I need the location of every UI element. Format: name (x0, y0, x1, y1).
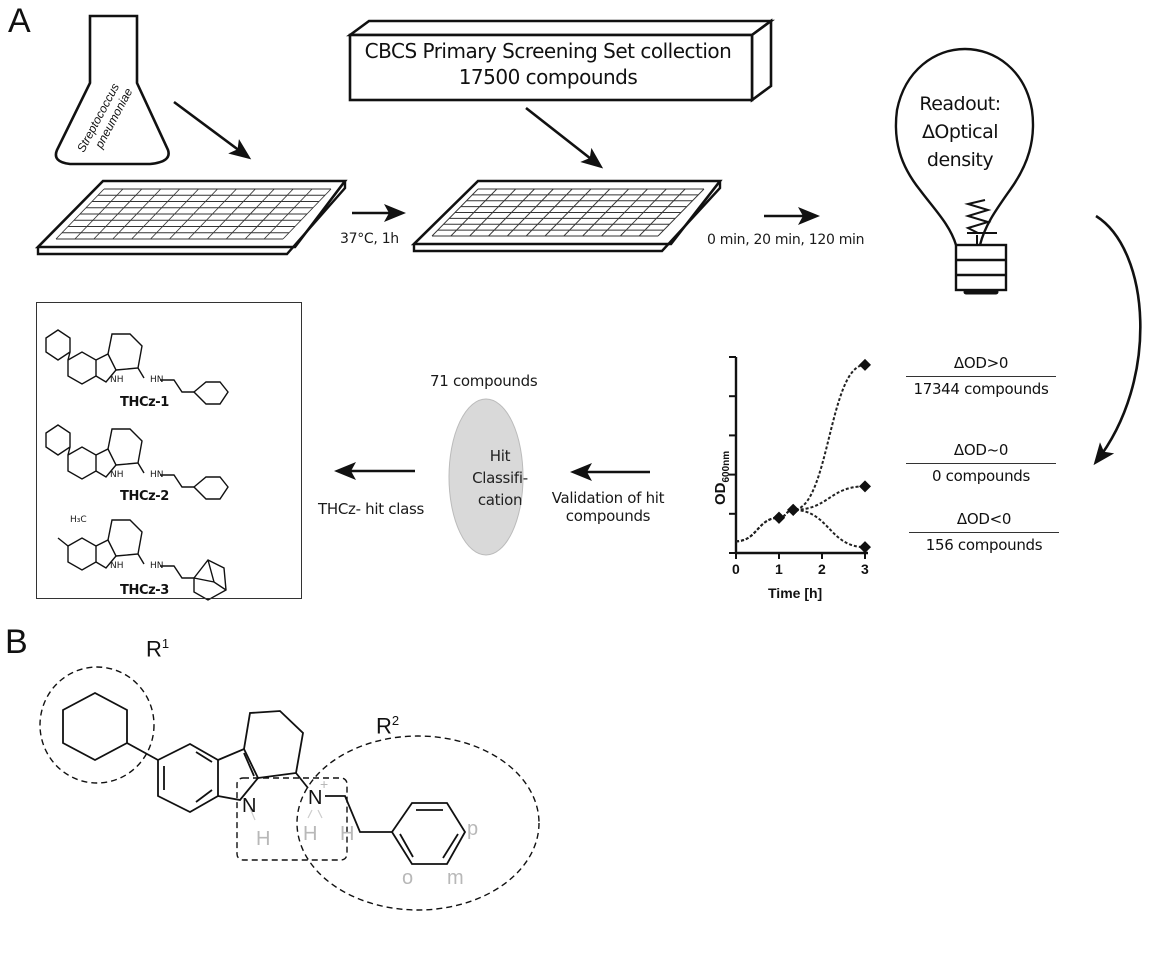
nh-label: NH (110, 470, 124, 480)
compound-library-box-icon (346, 18, 775, 103)
outcome-count: 0 compounds (931, 467, 1031, 485)
hn-label: HN (150, 375, 164, 385)
nh-label: NH (110, 375, 124, 385)
r2-superscript: 2 (391, 713, 400, 728)
validation-label: Validation of hit compounds (548, 489, 668, 525)
outcome-neutral: ΔOD~0 0 compounds (906, 441, 1056, 485)
r2-label: R2 (376, 713, 399, 739)
timepoints-label: 0 min, 20 min, 120 min (707, 232, 865, 248)
thcz-structures-box (36, 302, 302, 599)
flask-icon (54, 14, 170, 166)
phenyl-ring (192, 476, 229, 500)
para-position-label: p (467, 818, 479, 840)
compound-name: THCz-2 (120, 489, 169, 504)
footer-band (0, 915, 1170, 963)
r1-label: R1 (146, 636, 169, 662)
ethyl-linker (137, 553, 194, 579)
library-count: 17500 compounds (458, 65, 638, 89)
adamantyl-group (193, 559, 227, 601)
cyclohexene-ring (107, 333, 143, 371)
chart-x-tick-label: 1 (775, 561, 783, 577)
indole-hydrogen: H (256, 828, 271, 850)
ethyl-linker (137, 462, 194, 488)
meta-position-label: m (447, 867, 464, 889)
hbond-dashed-box (236, 777, 348, 861)
methyl-bond (57, 537, 69, 547)
hit-class-line-3: cation (477, 491, 523, 509)
compound-name: THCz-1 (120, 395, 169, 410)
chart-series-line (735, 363, 866, 543)
library-title: CBCS Primary Screening Set collection 17… (344, 38, 752, 90)
chart-data-point (773, 511, 785, 524)
cyclohexene-ring (107, 428, 143, 466)
incubation-label: 37°C, 1h (340, 231, 399, 247)
panel-a-label: A (8, 2, 31, 40)
hit-classification-label: Hit Classifi- cation (452, 445, 548, 511)
compound-name: THCz-3 (120, 583, 169, 598)
outcome-count: 17344 compounds (913, 380, 1049, 398)
outcome-condition: ΔOD<0 (909, 510, 1059, 533)
validation-line-1: Validation of hit (551, 489, 665, 507)
outcome-count: 156 compounds (925, 536, 1043, 554)
phenyl-ring (192, 381, 229, 405)
amine-hydrogen-1: H (303, 823, 318, 845)
readout-line-3: density (926, 149, 994, 171)
outcome-positive: ΔOD>0 17344 compounds (906, 354, 1056, 398)
hit-classification-oval (448, 398, 524, 556)
growth-curve-chart (729, 356, 871, 559)
amine-charge: + (320, 776, 329, 792)
hit-class-line-1: Hit (489, 447, 511, 465)
library-name: CBCS Primary Screening Set collection (364, 39, 732, 63)
methyl-label: H₃C (70, 515, 87, 525)
sar-structure (39, 666, 540, 911)
hit-class-line-2: Classifi- (472, 469, 528, 487)
chart-data-point (859, 358, 871, 371)
chart-x-axis-title: Time [h] (768, 585, 823, 601)
readout-line-1: Readout: (919, 93, 1001, 115)
r2-letter: R (376, 713, 392, 739)
ethyl-linker (137, 367, 194, 393)
r1-superscript: 1 (161, 636, 170, 651)
chart-data-point (859, 541, 871, 554)
ortho-position-label: o (402, 867, 414, 889)
hn-label: HN (150, 470, 164, 480)
arrow-readout-to-outcomes (1093, 214, 1142, 466)
r2-dashed-ellipse (296, 735, 540, 911)
thcz-structures (45, 329, 229, 601)
validation-line-2: compounds (565, 507, 651, 525)
amine-hydrogen-2: H (340, 823, 355, 845)
amine-nitrogen: N (308, 787, 323, 809)
chart-x-tick-label: 3 (861, 561, 869, 577)
microplate-icon-1 (34, 179, 348, 256)
y-label-sub: 600nm (721, 450, 732, 483)
chart-x-tick-label: 2 (818, 561, 826, 577)
hn-label: HN (150, 561, 164, 571)
arrow-library-to-plate (525, 106, 604, 169)
outcome-negative: ΔOD<0 156 compounds (909, 510, 1059, 554)
cyclohexene-ring (107, 519, 143, 557)
chart-y-axis-title: OD600nm (712, 451, 732, 505)
readout-line-2: ΔOptical (921, 121, 999, 143)
hit-class-label: THCz- hit class (318, 500, 425, 518)
arrow-flask-to-plate (173, 100, 252, 160)
readout-label: Readout: ΔOptical density (905, 90, 1015, 174)
chart-data-point (859, 480, 871, 493)
outcome-condition: ΔOD>0 (906, 354, 1056, 377)
nh-label: NH (110, 561, 124, 571)
outcome-condition: ΔOD~0 (906, 441, 1056, 464)
r1-letter: R (146, 636, 162, 662)
cyclohexyl-group (45, 329, 71, 361)
chart-data-point (787, 503, 800, 516)
y-label-main: OD (712, 482, 729, 506)
hit-count-label: 71 compounds (430, 372, 538, 390)
chart-x-tick-label: 0 (732, 561, 740, 577)
phenyl-group (45, 424, 71, 456)
r1-dashed-circle (39, 666, 155, 784)
light-bulb-icon (894, 47, 1035, 295)
chart-series-line (735, 508, 866, 549)
panel-b-label: B (5, 623, 28, 661)
indole-nitrogen: N (242, 795, 257, 817)
microplate-icon-2 (410, 179, 723, 253)
